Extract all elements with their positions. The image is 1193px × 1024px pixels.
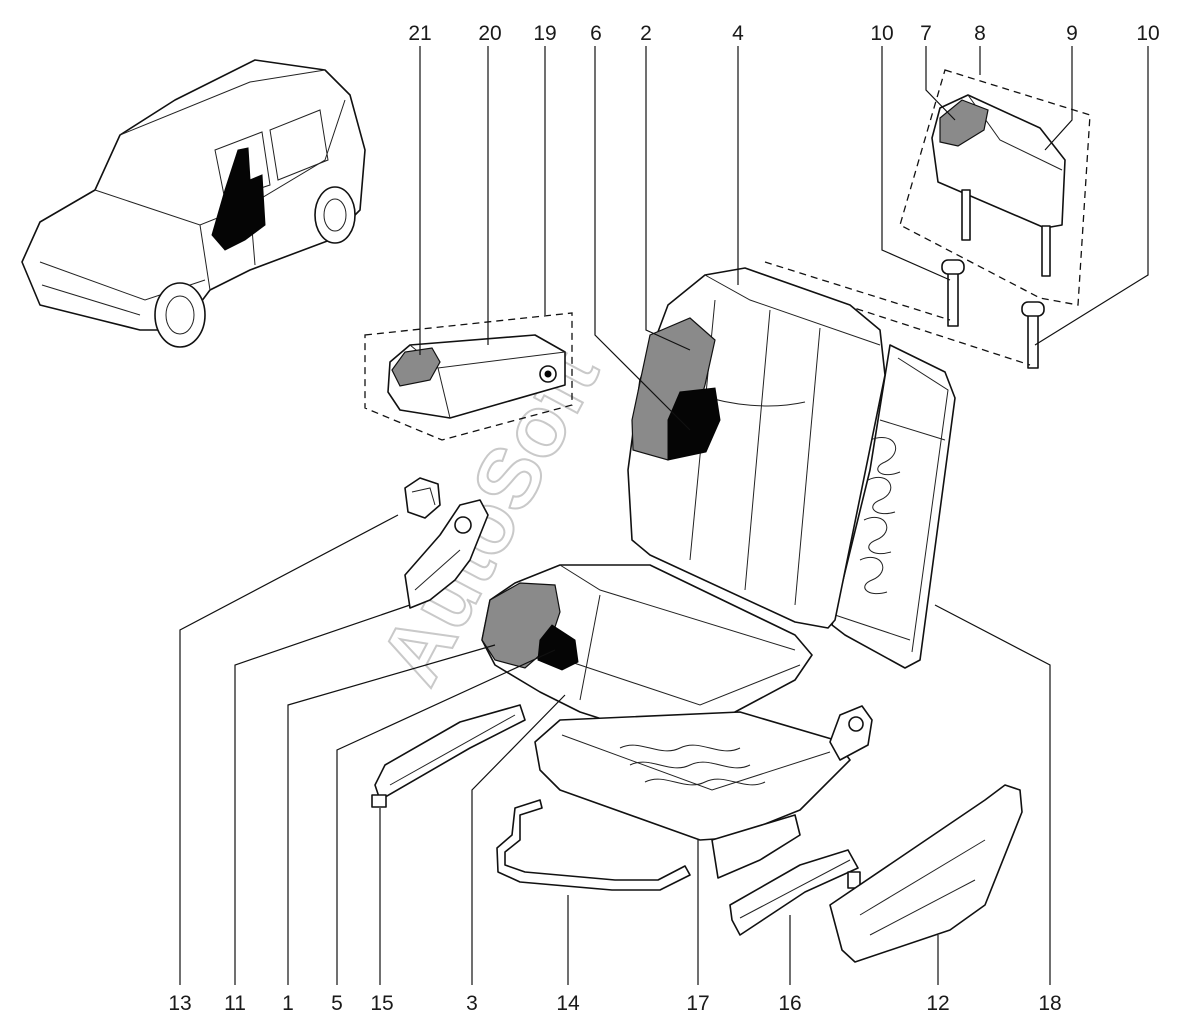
callout-9: 9 [1066,22,1078,45]
callout-20: 20 [478,22,501,45]
callouts-bottom: 13 11 1 5 15 3 14 17 16 12 18 [168,992,1061,1015]
recliner-cover [404,499,489,609]
seat-rail-left [371,704,526,808]
callout-15: 15 [370,992,393,1015]
callout-5: 5 [331,992,343,1015]
vehicle-location-icon [21,59,366,348]
backrest-cover [627,267,886,629]
callout-16: 16 [778,992,801,1015]
callout-1: 1 [282,992,294,1015]
seat-cushion-cover [481,564,813,729]
seat-side-trim [829,784,1023,963]
callout-14: 14 [556,992,580,1015]
callout-13: 13 [168,992,191,1015]
callouts-top: 21 20 19 6 2 4 10 7 8 9 10 [408,22,1159,45]
callout-10-left: 10 [870,22,893,45]
callout-18: 18 [1038,992,1061,1015]
callout-19: 19 [533,22,556,45]
recline-knob [404,477,441,519]
headrest-guide-right [1021,301,1045,369]
leader-lines [179,46,1149,985]
adjustment-bar [496,799,691,891]
callout-4: 4 [732,22,744,45]
callout-21: 21 [408,22,431,45]
callout-10-right: 10 [1136,22,1159,45]
guide-dash-line-left [764,261,951,321]
callout-17: 17 [686,992,709,1015]
headrest-assembly [899,69,1091,306]
backrest-frame [831,344,956,669]
guide-dash-line-right [844,304,1031,366]
armrest-assembly [364,312,573,441]
headrest-guide-left [941,259,965,327]
callout-3: 3 [466,992,478,1015]
callout-12: 12 [926,992,949,1015]
callout-2: 2 [640,22,652,45]
seat-rail-right [729,849,861,936]
seat-frame [534,705,873,879]
callout-6: 6 [590,22,602,45]
callout-8: 8 [974,22,986,45]
callout-7: 7 [920,22,932,45]
callout-11: 11 [224,992,246,1015]
